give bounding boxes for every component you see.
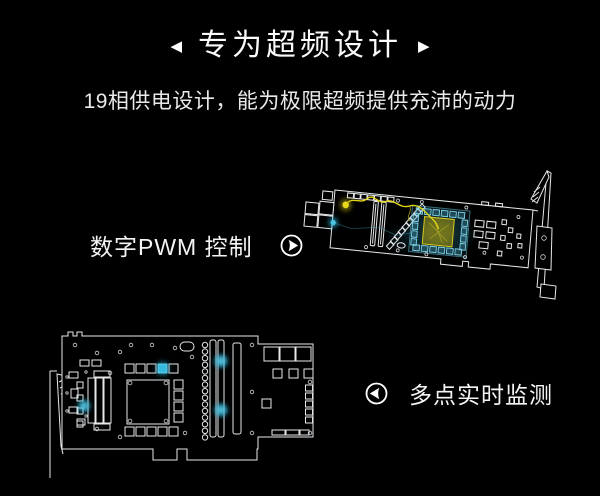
capacitor-column [201, 341, 209, 441]
probe-wire-yellow [339, 196, 440, 230]
screw-holes [364, 198, 524, 260]
monitor-point [328, 217, 412, 236]
header-title-row: ◀ 专为超频设计 ▶ [0, 30, 600, 62]
power-connector-blocks [261, 346, 314, 436]
top-card-pcb-plane [303, 189, 534, 270]
feature-monitor-label: 多点实时监测 [409, 382, 553, 408]
bottom-card-illustration [49, 331, 314, 478]
top-card-illustration [303, 169, 557, 300]
title-arrow-left-icon: ◀ [170, 37, 182, 55]
title-arrow-right-icon: ▶ [418, 37, 430, 55]
vrm-slots [209, 339, 242, 438]
page-title: 专为超频设计 [198, 29, 402, 62]
power-connectors [303, 190, 335, 230]
gpu-die-highlight [421, 215, 455, 248]
screw-holes [65, 342, 313, 440]
top-card-bracket [530, 169, 557, 300]
feature-pwm-row: 数字PWM 控制 [90, 231, 303, 260]
feature-pwm-label: 数字PWM 控制 [90, 234, 253, 260]
feature-monitor-row: 多点实时监测 [365, 379, 553, 408]
monitor-points [78, 354, 228, 417]
left-vrm-block [68, 341, 195, 431]
vrm-ics [473, 219, 523, 257]
circle-arrow-right-icon [280, 234, 303, 256]
circle-arrow-left-icon [365, 382, 388, 404]
page-subtitle: 19相供电设计，能为极限超频提供充沛的动力 [83, 90, 517, 113]
